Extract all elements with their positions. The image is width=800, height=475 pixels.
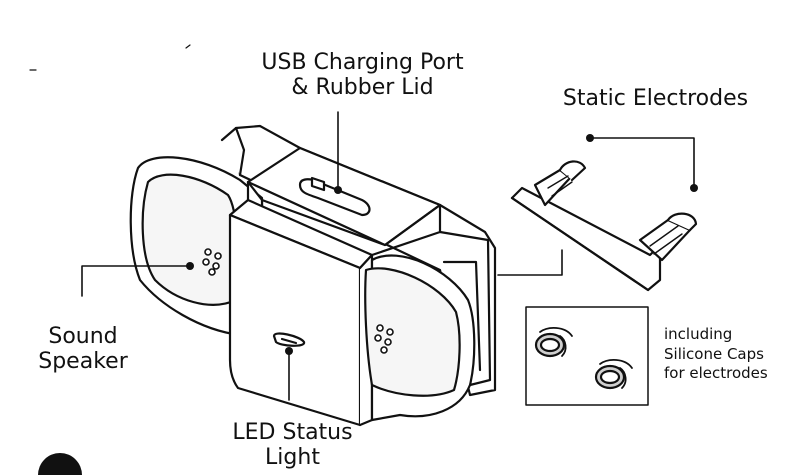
sound-speaker-label-line-2: Speaker	[38, 349, 128, 375]
silicone-caps-inset	[525, 306, 649, 406]
sound-speaker-label: Sound Speaker	[28, 324, 138, 375]
silicone-caps-label-line-3: for electrodes	[664, 364, 768, 382]
silicone-cap	[594, 359, 633, 390]
callout-lines	[81, 111, 695, 401]
silicone-caps-label-line-2: Silicone Caps	[664, 344, 764, 363]
static-electrodes	[510, 160, 698, 292]
specks	[29, 44, 191, 71]
sound-speaker-label-line-1: Sound	[48, 324, 118, 349]
usb-port-label-line-2: & Rubber Lid	[291, 75, 434, 101]
led-status-label: LED Status Light	[210, 420, 375, 471]
callout-dots	[186, 134, 698, 355]
silicone-caps-label: including Silicone Caps for electrodes	[664, 325, 768, 384]
usb-port-label-line-1: USB Charging Port	[261, 50, 464, 75]
left-speaker-holes	[202, 248, 222, 276]
center-body	[228, 146, 442, 427]
right-speaker-holes	[374, 324, 394, 354]
silicone-cap	[534, 327, 573, 358]
static-electrodes-label: Static Electrodes	[562, 86, 749, 111]
usb-port-label: USB Charging Port & Rubber Lid	[240, 50, 485, 101]
page-marker	[38, 453, 82, 475]
led-status-label-line-2: Light	[265, 445, 320, 471]
silicone-caps-label-line-1: including	[664, 325, 733, 343]
led-status-label-line-1: LED Status	[232, 420, 353, 445]
right-speaker-module	[364, 254, 476, 422]
